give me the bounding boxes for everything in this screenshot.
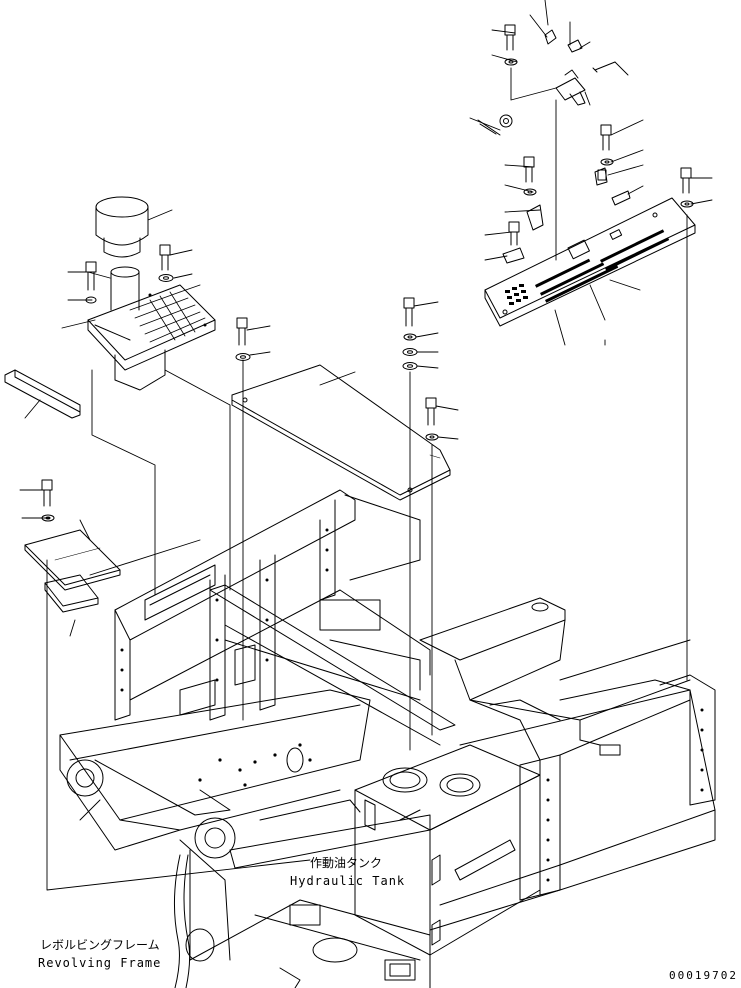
left-plates	[24, 529, 121, 613]
control-panel	[484, 197, 696, 327]
hydraulic-tank	[354, 744, 541, 956]
drawing-number: 00019702	[669, 969, 738, 982]
top-cover-plate	[231, 364, 451, 501]
revolving-frame	[59, 597, 716, 988]
hydraulic-tank-label-jp: 作動油タンク	[310, 856, 383, 870]
hoses	[173, 854, 191, 988]
leader-lines	[19, 0, 713, 891]
support-bar	[4, 369, 81, 419]
hydraulic-tank-label-en: Hydraulic Tank	[290, 874, 406, 888]
cab-frame	[114, 489, 431, 721]
air-intake-assembly	[87, 196, 216, 391]
revolving-frame-label-jp: レボルビングフレーム	[40, 938, 160, 952]
cross-member	[209, 584, 456, 746]
panel-brackets	[477, 29, 631, 264]
revolving-frame-label-en: Revolving Frame	[38, 956, 162, 970]
